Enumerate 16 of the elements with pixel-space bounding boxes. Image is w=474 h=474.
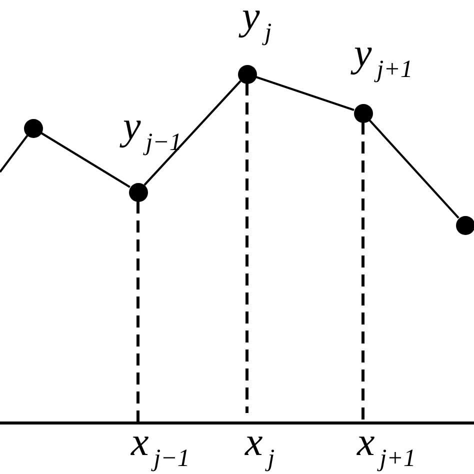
axis-label: x$_{j+1}$: [357, 426, 416, 469]
line-segment: [0, 134, 28, 173]
line-segment: [368, 119, 460, 219]
data-point: [128, 182, 148, 202]
line-segment: [256, 76, 354, 111]
dashed-line: [136, 202, 140, 422]
axis-label: x$_{j−1}$: [131, 426, 190, 469]
dashed-line: [246, 84, 248, 413]
data-point: [354, 104, 372, 122]
data-point: [24, 118, 42, 138]
dashed-line: [362, 122, 364, 422]
line-segment: [144, 80, 242, 186]
data-point: [456, 216, 474, 234]
axis-label: x$_{j}$: [245, 426, 275, 469]
line-segment: [40, 132, 130, 188]
data-point: [238, 64, 256, 84]
